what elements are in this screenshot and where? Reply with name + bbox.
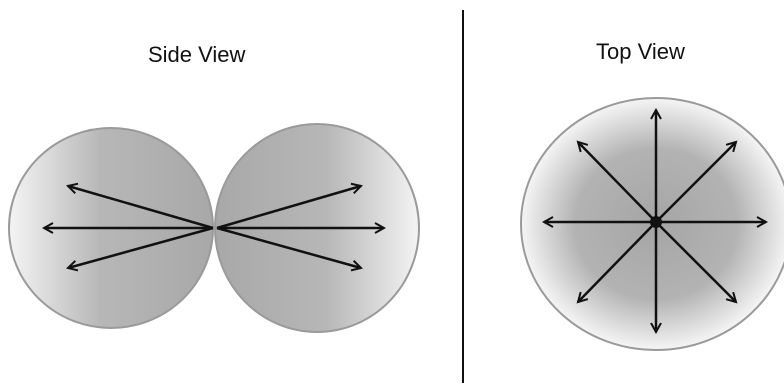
source-point bbox=[650, 216, 662, 228]
